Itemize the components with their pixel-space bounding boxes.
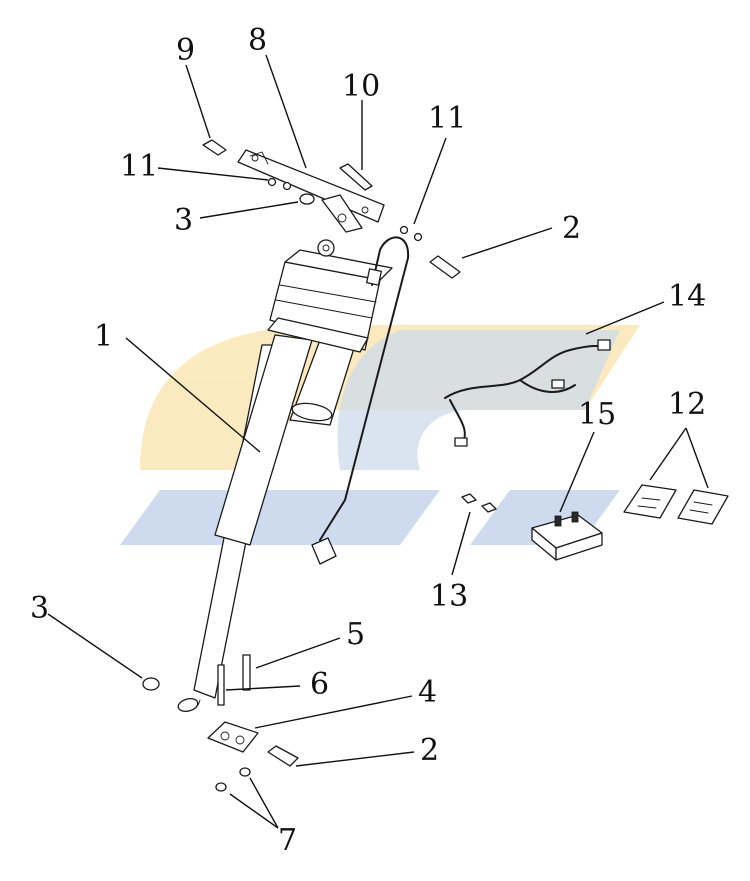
- callout-3-bottom: 3: [30, 591, 49, 626]
- callout-1: 1: [94, 319, 113, 354]
- callout-2-bottom: 2: [420, 733, 439, 768]
- callout-12: 12: [668, 387, 706, 422]
- callout-6: 6: [310, 667, 329, 702]
- part-control-module: [531, 511, 603, 561]
- callout-13: 13: [430, 579, 468, 614]
- callout-4: 4: [418, 675, 437, 710]
- callout-14: 14: [668, 279, 706, 314]
- part-actuator-cable: [311, 236, 410, 565]
- watermark-logo: [120, 325, 640, 545]
- part-top-hardware: [202, 139, 461, 279]
- leader-lines: [47, 54, 709, 829]
- part-wire-harness: [444, 339, 611, 447]
- callout-labels: 9 8 10 11 11 3 2 14 1 12 15 13 3 5 6 4 2…: [30, 23, 706, 858]
- callout-7: 7: [278, 823, 297, 858]
- part-linear-actuator: [177, 239, 393, 712]
- part-top-bracket: [237, 149, 385, 233]
- part-bottom-hardware: [142, 654, 299, 792]
- watermark-blue-hook: [337, 330, 620, 470]
- callout-10: 10: [342, 69, 380, 104]
- callout-8: 8: [248, 23, 267, 58]
- callout-11-right: 11: [428, 101, 466, 136]
- callout-15: 15: [578, 397, 616, 432]
- callout-9: 9: [176, 33, 195, 68]
- callout-2-top: 2: [562, 211, 581, 246]
- part-plates: [623, 484, 729, 525]
- callout-5: 5: [346, 617, 365, 652]
- callout-3-top: 3: [174, 203, 193, 238]
- part-small-screws: [461, 493, 497, 513]
- callout-11-left: 11: [120, 149, 158, 184]
